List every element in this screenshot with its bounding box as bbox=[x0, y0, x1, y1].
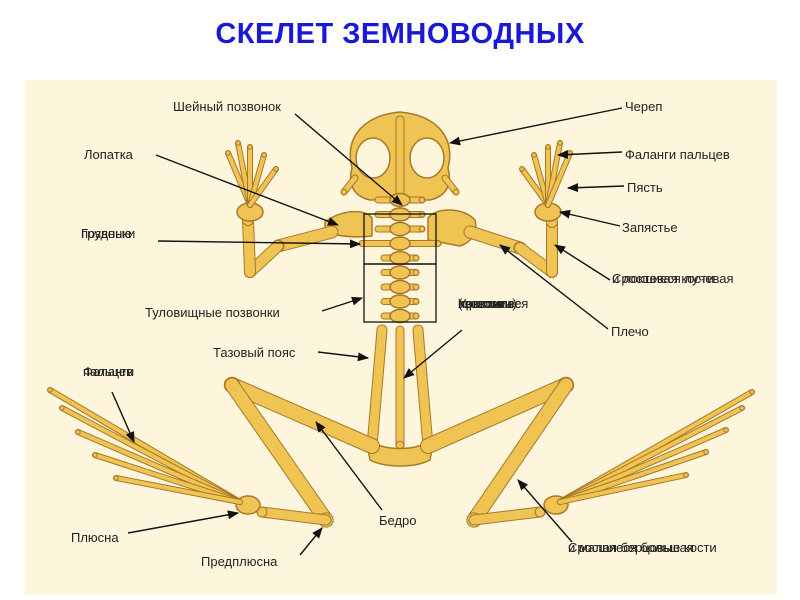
right-tarsus-bone bbox=[468, 506, 546, 526]
left-toe bbox=[113, 475, 243, 505]
vertebra-body bbox=[389, 236, 411, 251]
label-pelvic-girdle: Тазовый пояс bbox=[213, 345, 296, 360]
pointer-tarsus bbox=[299, 527, 323, 556]
label-finger-phalanges: Фаланги пальцев bbox=[625, 147, 730, 162]
label-humerus: Плечо bbox=[611, 324, 649, 339]
pointer-radioulna bbox=[554, 244, 611, 281]
skull-midline bbox=[395, 115, 405, 203]
right-quadratojugal bbox=[441, 174, 460, 196]
right-orbit bbox=[409, 137, 445, 179]
label-metatarsus: Плюсна bbox=[71, 530, 119, 545]
vertebra-body bbox=[389, 265, 411, 280]
pointer-urostyle bbox=[403, 329, 463, 379]
label-metacarpus: Пясть bbox=[627, 180, 663, 195]
label-femur: Бедро bbox=[379, 513, 417, 528]
vertebra-body bbox=[389, 250, 411, 266]
label-skull: Череп bbox=[625, 99, 663, 114]
pointer-tibiofibula bbox=[517, 479, 573, 543]
pointer-femur bbox=[315, 421, 383, 511]
left-tarsus-bone bbox=[256, 506, 332, 526]
label-wrist: Запястье bbox=[622, 220, 678, 235]
label-tarsus: Предплюсна bbox=[201, 554, 278, 569]
left-radioulna-bone bbox=[242, 214, 256, 278]
right-toe bbox=[557, 449, 709, 505]
pointer-trunk-vertebrae bbox=[321, 296, 364, 312]
pointer-wrist bbox=[558, 209, 621, 227]
diagram-title: СКЕЛЕТ ЗЕМНОВОДНЫХ bbox=[215, 18, 585, 50]
vertebra-body bbox=[389, 221, 411, 237]
vertebra-body bbox=[389, 192, 411, 208]
right-ilium bbox=[412, 324, 434, 452]
pointer-neck-vertebra bbox=[294, 113, 403, 206]
label-neck-vertebra: Шейный позвонок bbox=[173, 99, 281, 114]
vertebra-body bbox=[389, 294, 411, 309]
left-orbit bbox=[355, 137, 391, 179]
trunk-bracket bbox=[363, 263, 437, 323]
right-scapula-bone bbox=[427, 209, 477, 247]
pointer-pelvic-girdle bbox=[317, 351, 370, 362]
pointer-toe-phalanges bbox=[111, 391, 135, 444]
pointer-skull bbox=[448, 107, 623, 146]
label-scapula: Лопатка bbox=[84, 147, 133, 162]
left-toe bbox=[92, 452, 243, 505]
right-radioulna-bone bbox=[546, 216, 558, 278]
left-ilium bbox=[366, 324, 388, 452]
left-finger bbox=[247, 166, 279, 208]
left-quadratojugal bbox=[340, 174, 359, 196]
pointer-thoracic-vertebrae bbox=[157, 239, 362, 249]
right-toe bbox=[557, 472, 689, 505]
urostyle-bone bbox=[395, 325, 405, 450]
vertebra-body bbox=[389, 308, 411, 324]
pointer-metatarsus bbox=[127, 510, 240, 534]
pointer-finger-phalanges bbox=[556, 150, 623, 160]
pointer-metacarpus bbox=[566, 183, 625, 193]
pointer-humerus bbox=[499, 244, 609, 330]
pointer-scapula bbox=[155, 154, 340, 226]
vertebra-body bbox=[389, 279, 411, 295]
label-trunk-vertebrae: Туловищные позвонки bbox=[145, 305, 280, 320]
